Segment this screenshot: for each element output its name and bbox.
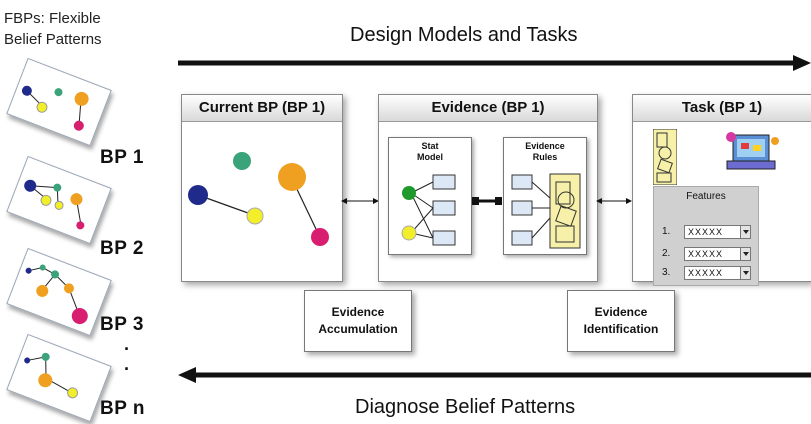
ellipsis-dot-1: ·: [124, 339, 130, 359]
model-rules-link: [472, 197, 502, 205]
bp-card-2-graph: [24, 179, 85, 230]
stat-model-line1: Stat: [421, 141, 439, 151]
feature-select-1-value: XXXXX: [688, 227, 724, 237]
dropdown-arrow-icon[interactable]: [740, 248, 750, 260]
evidence-identification-line2: Identification: [583, 322, 659, 336]
feature-select-1[interactable]: XXXXX: [684, 225, 751, 239]
fbp-title: FBPs: Flexible Belief Patterns: [4, 8, 154, 50]
evidence-task-connector: [596, 198, 632, 204]
current-bp-title: Current BP (BP 1): [182, 95, 342, 122]
stat-model-title: Stat Model: [389, 141, 471, 163]
bp-label-3: BP 3: [100, 314, 144, 335]
evidence-accumulation-line1: Evidence: [331, 305, 385, 319]
current-bp-graph: [188, 152, 329, 246]
feature-row-2-num: 2.: [662, 248, 671, 259]
evidence-identification-box: Evidence Identification: [567, 290, 675, 352]
bp-card-1[interactable]: [6, 57, 112, 147]
bp-card-2[interactable]: [6, 155, 112, 245]
stat-model-box: Stat Model: [388, 137, 472, 255]
feature-select-3[interactable]: XXXXX: [684, 266, 751, 280]
bp-label-1: BP 1: [100, 147, 144, 168]
bp-card-n-graph: [24, 352, 79, 399]
features-form: Features 1. XXXXX 2. XXXXX 3. XXXXX: [653, 186, 759, 286]
evidence-title: Evidence (BP 1): [379, 95, 597, 122]
evidence-accumulation-line2: Accumulation: [318, 322, 398, 336]
task-title: Task (BP 1): [633, 95, 811, 122]
current-bp-panel: Current BP (BP 1): [181, 94, 343, 282]
bp-card-n[interactable]: [6, 333, 112, 423]
design-arrow-label: Design Models and Tasks: [350, 24, 578, 46]
bp-card-3[interactable]: [6, 247, 112, 337]
bp-card-1-graph: [21, 85, 89, 131]
evidence-identification-line1: Evidence: [594, 305, 648, 319]
design-arrow: [178, 55, 811, 71]
evidence-rules-line1: Evidence: [525, 141, 565, 151]
computer-clipart-icon: [726, 132, 779, 170]
bp-card-3-graph: [25, 264, 88, 325]
stat-model-graph: [401, 174, 456, 246]
diagnose-arrow-label: Diagnose Belief Patterns: [355, 396, 576, 418]
fbp-title-line2: Belief Patterns: [4, 31, 102, 48]
features-title: Features: [686, 191, 726, 202]
evidence-rules-graph: [511, 173, 581, 249]
evidence-rules-line2: Rules: [532, 152, 558, 162]
task-shapes-icon: [653, 129, 677, 185]
diagnose-arrow: [178, 367, 811, 383]
bp-label-2: BP 2: [100, 238, 144, 259]
stat-model-line2: Model: [417, 152, 443, 162]
feature-row-3-num: 3.: [662, 267, 671, 278]
evidence-accumulation-box: Evidence Accumulation: [304, 290, 412, 352]
dropdown-arrow-icon[interactable]: [740, 267, 750, 279]
feature-row-1-num: 1.: [662, 226, 671, 237]
fbp-title-line1: FBPs: Flexible: [4, 10, 101, 27]
evidence-rules-box: Evidence Rules: [503, 137, 587, 255]
evidence-panel: Evidence (BP 1) Stat Model Evidence Rule…: [378, 94, 598, 282]
feature-select-2[interactable]: XXXXX: [684, 247, 751, 261]
feature-select-3-value: XXXXX: [688, 268, 724, 278]
dropdown-arrow-icon[interactable]: [740, 226, 750, 238]
feature-select-2-value: XXXXX: [688, 249, 724, 259]
bp-label-n: BP n: [100, 398, 145, 419]
ellipsis-dot-2: ·: [124, 359, 130, 379]
evidence-rules-title: Evidence Rules: [504, 141, 586, 163]
current-evidence-connector: [341, 198, 379, 204]
